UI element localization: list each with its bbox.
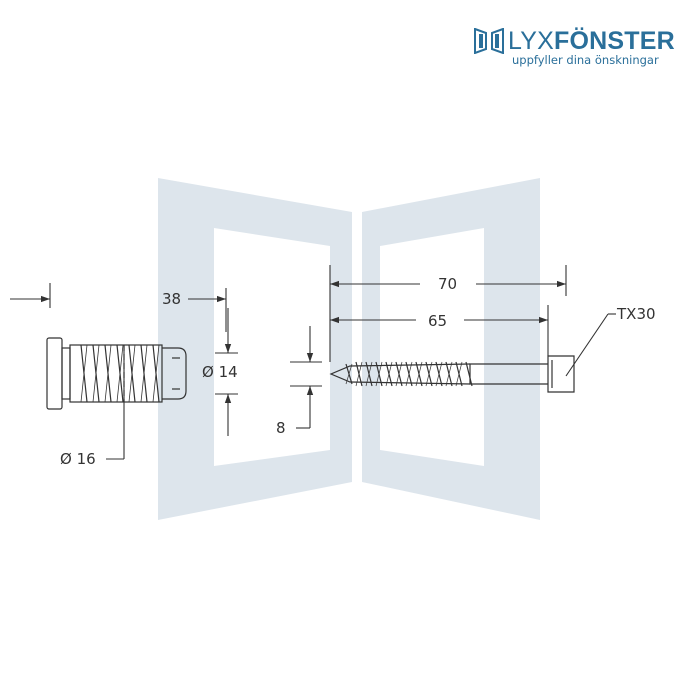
drive-label: TX30 [616, 305, 656, 323]
outer-diameter-label: Ø 16 [60, 450, 96, 468]
brand-logo: LYXFÖNSTER uppfyller dina önskningar [474, 26, 675, 70]
screw-total-length-dimension [329, 265, 567, 362]
window-logo-icon [474, 28, 504, 54]
screw-diameter-dimension [290, 326, 322, 429]
screw-thread-length-label: 65 [428, 312, 447, 330]
screw-diameter-label: 8 [276, 419, 286, 437]
inner-diameter-label: Ø 14 [202, 363, 238, 381]
brand-name-light: LYX [508, 27, 554, 55]
outer-diameter-dimension [106, 345, 125, 460]
watermark-logo [158, 178, 540, 520]
screw-total-length-label: 70 [438, 275, 457, 293]
brand-name-bold: FÖNSTER [554, 27, 675, 55]
drive-leader [565, 313, 616, 377]
brand-tagline: uppfyller dina önskningar [512, 53, 659, 67]
sleeve-length-dimension [10, 283, 227, 332]
inner-diameter-dimension [215, 308, 238, 436]
brand-name: LYXFÖNSTER [508, 26, 675, 56]
screw-thread-length-dimension [330, 305, 549, 356]
screw [329, 355, 575, 393]
sleeve-length-label: 38 [162, 290, 181, 308]
